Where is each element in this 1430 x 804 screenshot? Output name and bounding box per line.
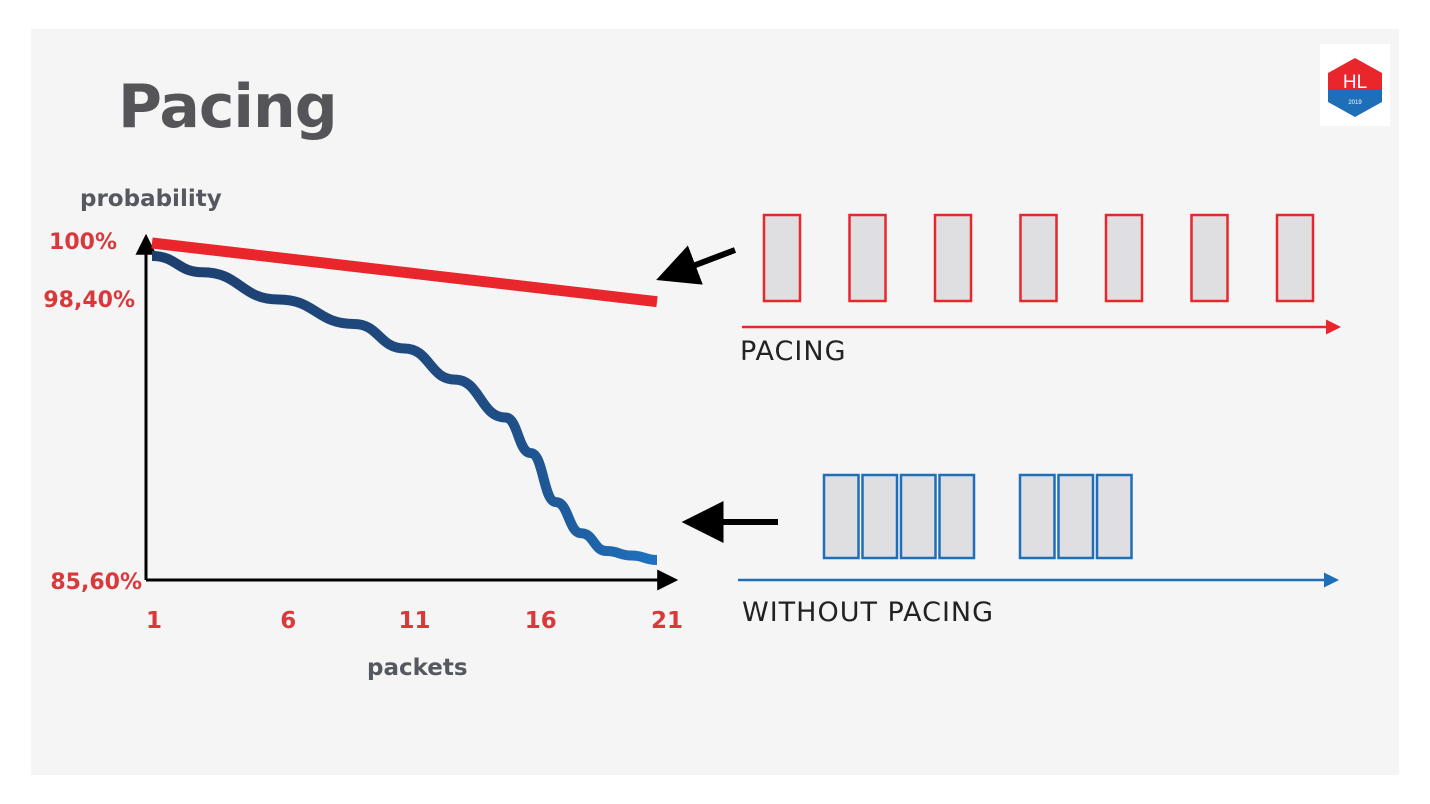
x-tick-label: 21	[650, 608, 683, 634]
pacing-caption: PACING	[740, 336, 847, 367]
without-pacing-caption: WITHOUT PACING	[742, 597, 995, 628]
x-tick-label: 1	[145, 608, 162, 634]
pacing-packet	[1275, 213, 1315, 303]
y-tick-label: 85,60%	[50, 570, 142, 595]
series-line-blue	[151, 251, 658, 565]
series-layer	[151, 237, 658, 565]
pacing-packet	[1104, 213, 1144, 303]
logo-top-shape	[1328, 58, 1382, 89]
pacing-packets	[762, 213, 1315, 303]
without-pacing-packets	[822, 473, 1133, 560]
x-tick-label: 11	[398, 608, 431, 634]
series-line-red	[151, 237, 658, 308]
burst-packet	[822, 473, 860, 560]
pacing-packet	[762, 213, 802, 303]
x-axis-label: packets	[367, 655, 468, 681]
pacing-packet	[848, 213, 887, 303]
logo-year: 2019	[1348, 100, 1362, 106]
y-tick-label: 98,40%	[43, 288, 135, 313]
burst-packet	[1018, 473, 1056, 560]
burst-packet	[861, 473, 899, 560]
y-tick-label: 100%	[49, 230, 117, 255]
burst-packet	[899, 473, 937, 560]
pacing-packet	[1019, 213, 1058, 303]
burst-packet	[938, 473, 976, 560]
burst-packet	[1057, 473, 1095, 560]
pacing-packet	[933, 213, 973, 303]
y-axis-label: probability	[80, 186, 222, 212]
pacing-callout-arrow	[656, 245, 737, 285]
logo-bottom-shape	[1328, 89, 1382, 117]
x-tick-label: 16	[524, 608, 557, 634]
burst-packet	[1095, 473, 1133, 560]
x-tick-label: 6	[280, 608, 297, 634]
logo-text: HL	[1343, 72, 1367, 93]
slide-title: Pacing	[118, 72, 338, 142]
pacing-packet	[1190, 213, 1229, 303]
hl-logo: HL 2019	[1320, 44, 1390, 126]
slide-background	[31, 29, 1399, 775]
